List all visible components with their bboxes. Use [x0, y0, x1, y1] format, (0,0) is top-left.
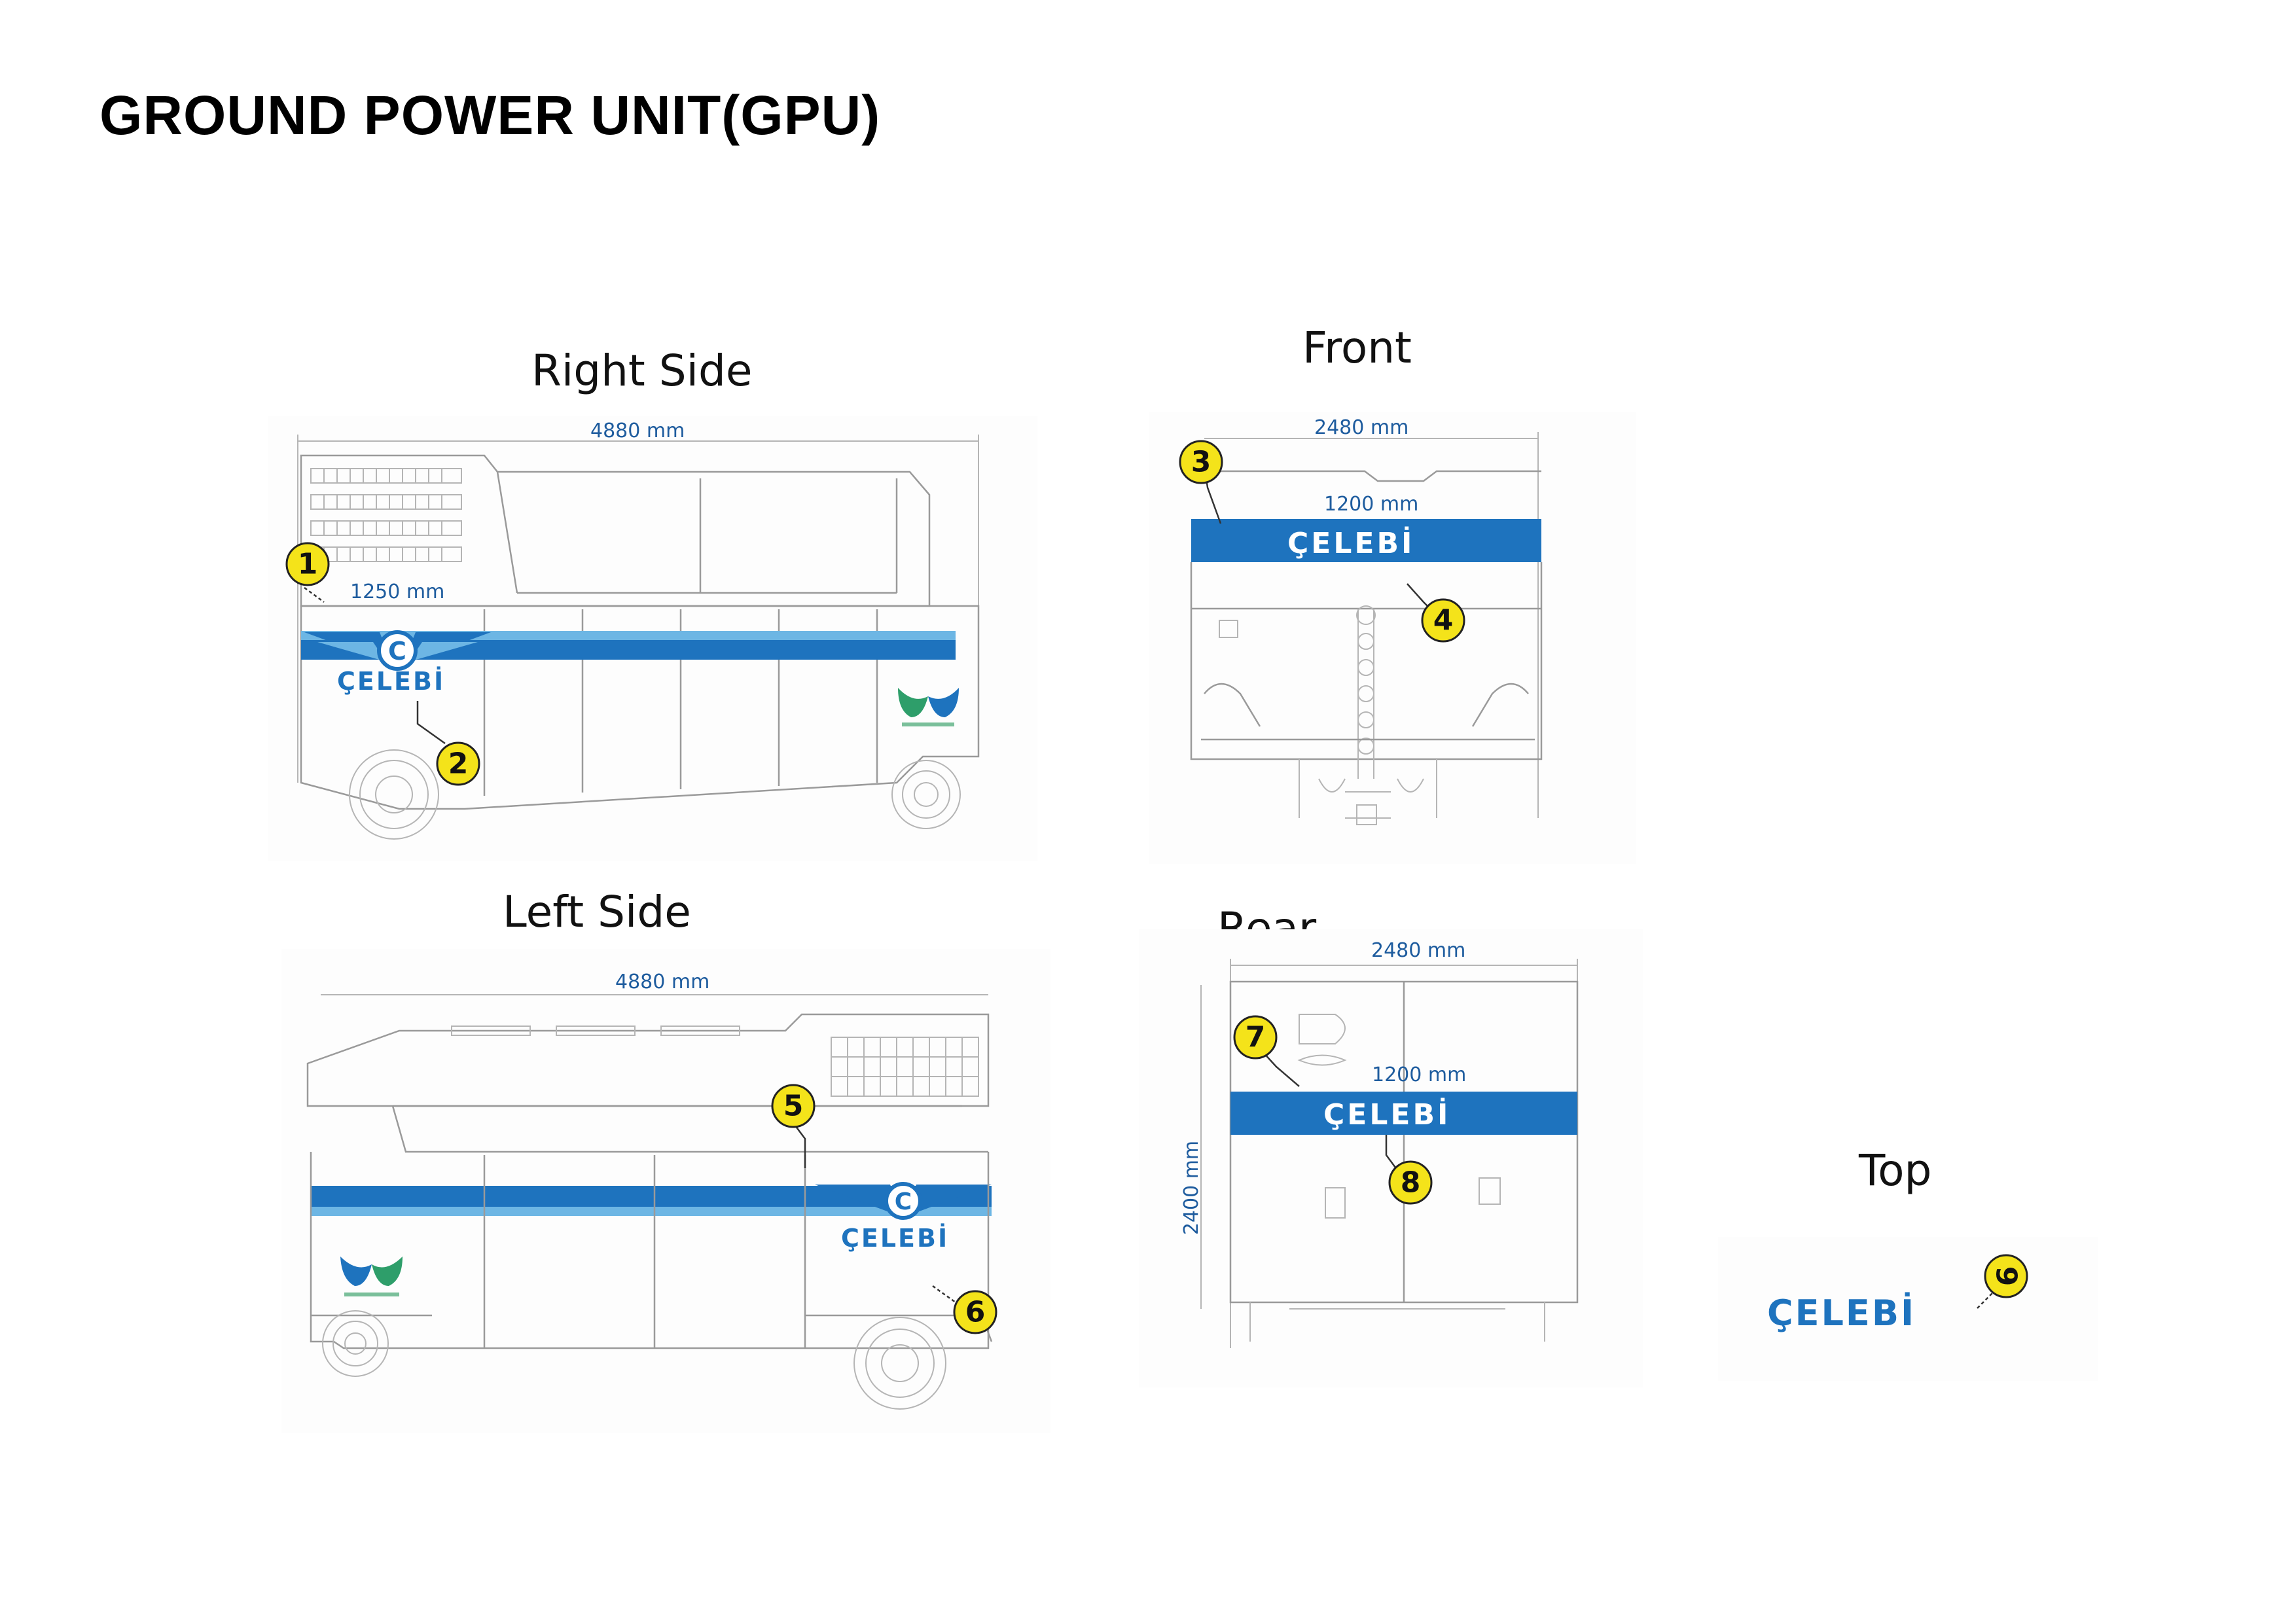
marker-2-label: 2 — [448, 747, 469, 781]
marker-6 — [953, 1290, 997, 1334]
front-label: Front — [1302, 323, 1412, 373]
marker-2 — [436, 741, 480, 786]
front-brand: ÇELEBİ — [1287, 526, 1414, 560]
rear-width: 2480 mm — [1371, 939, 1465, 962]
right-side-brand: ÇELEBİ — [337, 667, 445, 696]
left-side-label: Left Side — [503, 887, 691, 937]
right-side-label: Right Side — [531, 346, 753, 396]
right-side-length: 4880 mm — [590, 419, 685, 442]
marker-7 — [1233, 1015, 1278, 1060]
page-title: GROUND POWER UNIT(GPU) — [99, 84, 881, 146]
marker-6-label: 6 — [965, 1296, 986, 1329]
marker-8-label: 8 — [1401, 1166, 1421, 1200]
right-side-rear-wheel — [349, 749, 439, 840]
marker-9-label: 9 — [1990, 1266, 2023, 1287]
marker-3-label: 3 — [1191, 446, 1211, 479]
front-roof-outline — [1198, 470, 1541, 482]
left-side-length: 4880 mm — [615, 971, 709, 993]
marker-5-label: 5 — [783, 1090, 804, 1123]
marker-5 — [771, 1084, 816, 1128]
front-width: 2480 mm — [1314, 416, 1408, 439]
front-brand-band — [1191, 519, 1541, 562]
left-side-brand: ÇELEBİ — [841, 1224, 949, 1253]
marker-7-label: 7 — [1246, 1021, 1266, 1054]
left-side-upper-body — [306, 1013, 990, 1107]
right-side-height-note: 1250 mm — [350, 580, 444, 603]
right-side-vent-grille — [310, 468, 462, 562]
marker-4 — [1421, 598, 1465, 643]
right-side-view: 4880 mm 1250 mm — [268, 416, 1037, 861]
marker-9 — [1984, 1254, 2028, 1298]
svg-text:C: C — [388, 637, 406, 666]
rear-height-note: 1200 mm — [1372, 1063, 1466, 1086]
front-bumper-frame — [1204, 683, 1529, 727]
marker-8 — [1388, 1160, 1433, 1205]
rear-brand-band — [1230, 1092, 1577, 1135]
top-brand: ÇELEBİ — [1767, 1293, 1916, 1334]
front-body-outline — [1190, 562, 1543, 760]
front-view: 2480 mm 1200 mm ÇELEBİ 3 4 — [1149, 412, 1636, 864]
front-height-note: 1200 mm — [1324, 493, 1418, 516]
marker-4-label: 4 — [1433, 604, 1454, 637]
right-side-front-wheel — [891, 760, 961, 829]
left-side-wing-logo: C — [815, 1182, 992, 1220]
marker-1-label: 1 — [298, 548, 318, 581]
front-tow-bar — [1356, 605, 1376, 779]
top-label: Top — [1859, 1145, 1932, 1196]
rear-height: 2400 mm — [1180, 1141, 1203, 1235]
left-side-light-stripe — [311, 1207, 992, 1216]
top-view: ÇELEBİ 9 — [1718, 1237, 2098, 1381]
right-side-emblem — [898, 688, 959, 726]
left-side-rear-wheel — [322, 1310, 389, 1377]
marker-3 — [1179, 440, 1223, 484]
left-side-vent-grille — [831, 1037, 979, 1097]
rear-brand: ÇELEBİ — [1323, 1097, 1450, 1132]
left-side-view: 4880 mm C ÇELEBİ — [281, 949, 1050, 1433]
left-side-emblem — [340, 1257, 403, 1296]
svg-text:C: C — [895, 1188, 912, 1215]
marker-1 — [285, 542, 330, 586]
left-side-front-wheel — [853, 1317, 946, 1410]
rear-view: 2480 mm 2400 mm 1200 mm ÇELEBİ 7 8 — [1139, 929, 1643, 1387]
right-side-wing-logo: C — [304, 630, 491, 671]
right-side-lower-body — [300, 605, 980, 810]
